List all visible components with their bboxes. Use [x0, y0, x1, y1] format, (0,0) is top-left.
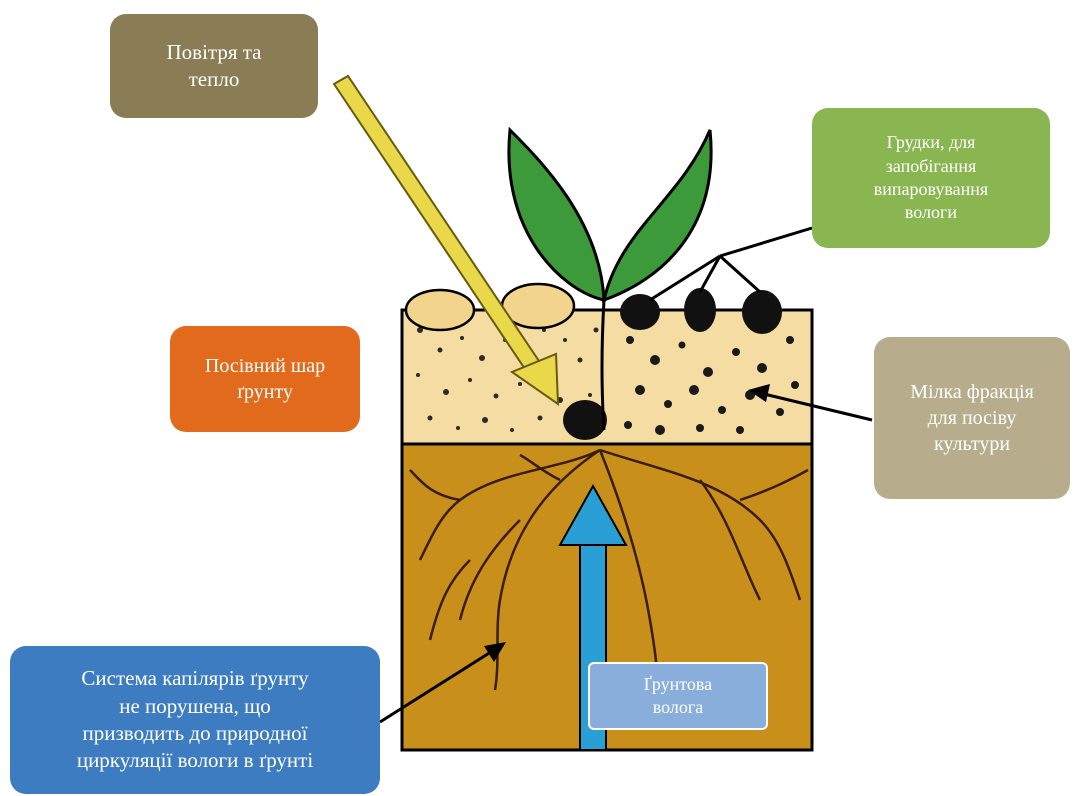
seedbed-label: Посівний шар ґрунту	[170, 326, 360, 432]
seed	[563, 400, 607, 440]
soil-moisture-label: Ґрунтова волога	[588, 662, 768, 730]
air-heat-label: Повітря та тепло	[110, 14, 318, 118]
capillary-label: Система капілярів ґрунту не порушена, що…	[10, 646, 380, 794]
clod-dark-1	[620, 294, 660, 330]
leaf-left	[509, 130, 604, 300]
leaf-right	[604, 130, 711, 300]
clods-label: Грудки, для запобігання випаровування во…	[812, 108, 1050, 248]
fine-fraction-label: Мілка фракція для посіву культури	[874, 337, 1070, 499]
clod-dark-2	[684, 288, 716, 332]
seedbed-layer	[402, 310, 812, 444]
clod-light-1	[406, 290, 474, 330]
clod-dark-3	[742, 290, 782, 334]
